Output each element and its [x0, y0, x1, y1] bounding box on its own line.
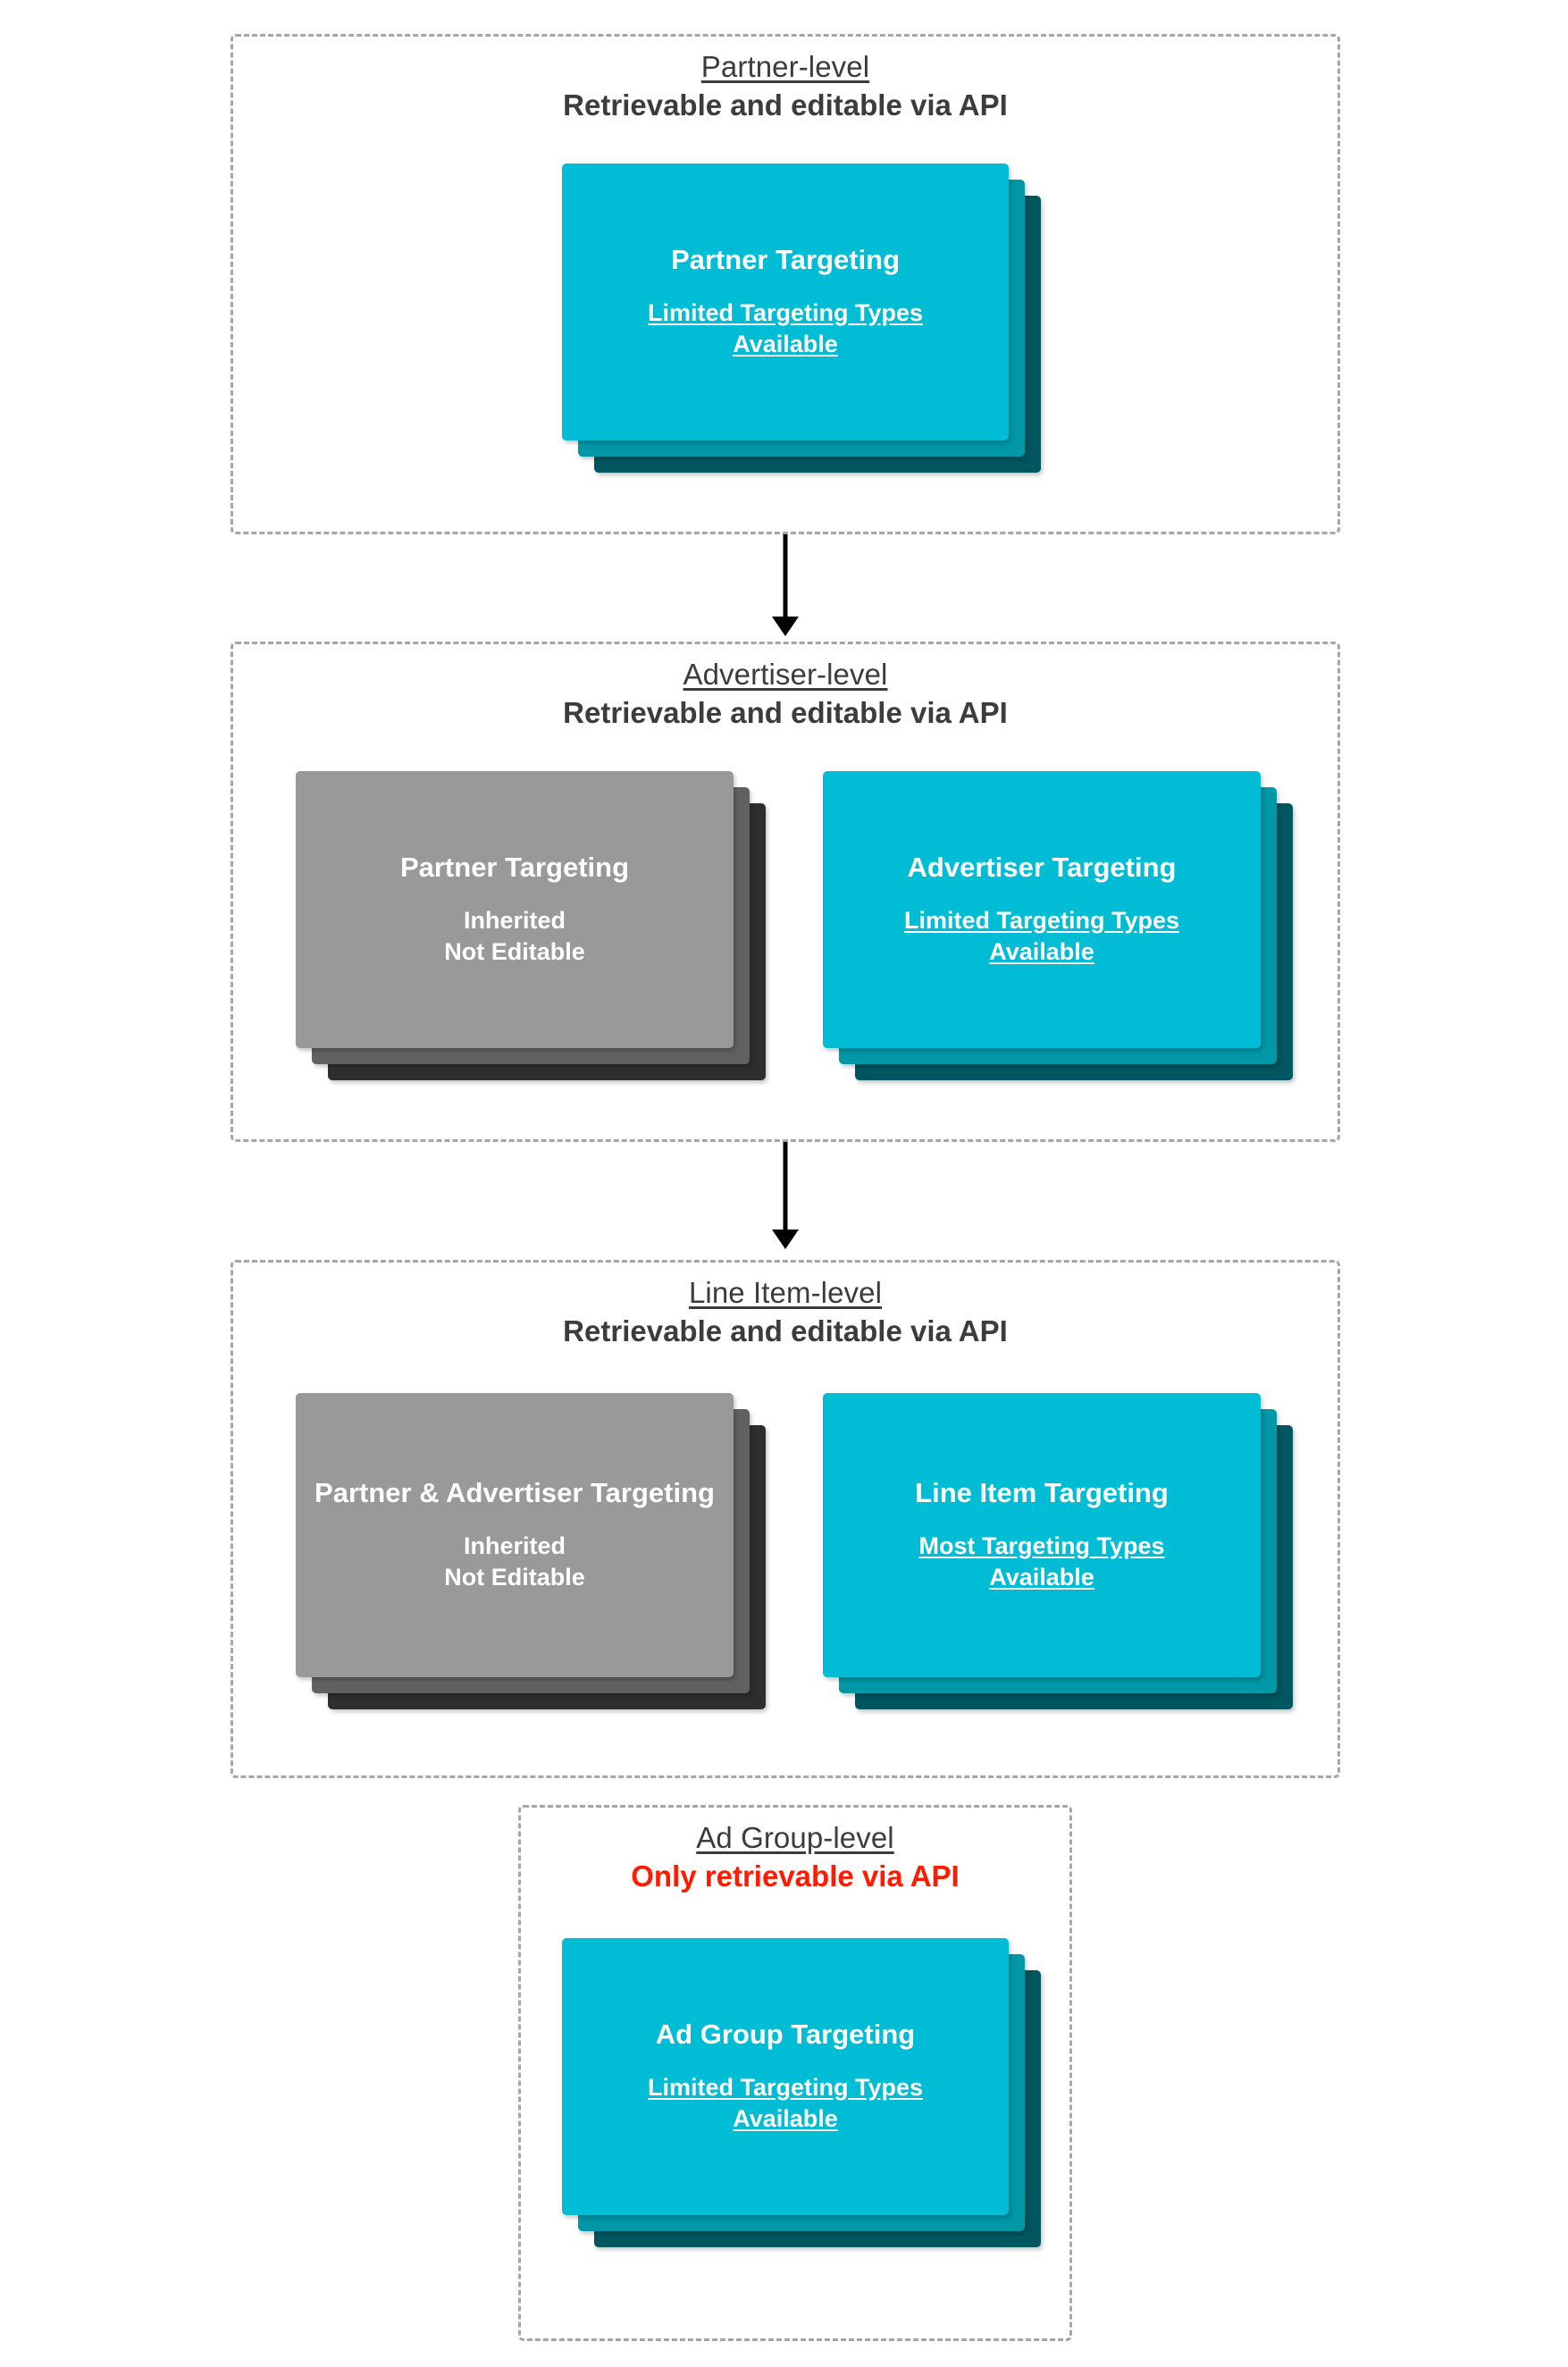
card-title: Partner & Advertiser Targeting	[314, 1476, 715, 1508]
card-front-inherited-partner-targeting[interactable]: Partner Targeting Inherited Not Editable	[296, 771, 734, 1048]
card-subtitle: Inherited Not Editable	[444, 905, 585, 968]
level-status-line-item: Retrievable and editable via API	[563, 1314, 1008, 1348]
level-heading-advertiser: Advertiser-level Retrievable and editabl…	[233, 657, 1337, 732]
level-heading-partner: Partner-level Retrievable and editable v…	[233, 49, 1337, 124]
level-container-partner: Partner-level Retrievable and editable v…	[231, 34, 1340, 534]
arrow-shaft	[783, 1142, 788, 1231]
level-container-ad-group: Ad Group-level Only retrievable via API …	[518, 1805, 1072, 2341]
level-status-partner: Retrievable and editable via API	[563, 88, 1008, 122]
card-title: Line Item Targeting	[915, 1476, 1169, 1508]
connector-partner-to-advertiser	[753, 534, 818, 636]
card-stack-partner-targeting[interactable]: Partner Targeting Limited Targeting Type…	[562, 164, 1041, 476]
level-heading-ad-group: Ad Group-level Only retrievable via API	[521, 1820, 1069, 1895]
level-title-advertiser: Advertiser-level	[683, 658, 888, 691]
arrow-head-icon	[772, 1230, 799, 1249]
card-title: Ad Group Targeting	[655, 2018, 916, 2050]
card-stack-ad-group-targeting[interactable]: Ad Group Targeting Limited Targeting Typ…	[562, 1938, 1041, 2260]
card-stack-line-item-targeting[interactable]: Line Item Targeting Most Targeting Types…	[823, 1393, 1293, 1715]
card-stack-line-item-inherited[interactable]: Partner & Advertiser Targeting Inherited…	[296, 1393, 766, 1715]
level-title-ad-group: Ad Group-level	[696, 1821, 894, 1854]
card-subtitle-line2: Available	[989, 938, 1094, 966]
level-container-advertiser: Advertiser-level Retrievable and editabl…	[231, 642, 1340, 1142]
card-front-line-item-targeting[interactable]: Line Item Targeting Most Targeting Types…	[823, 1393, 1261, 1677]
card-subtitle-line2: Available	[733, 331, 838, 358]
card-subtitle-line2: Not Editable	[444, 938, 585, 966]
card-subtitle-line1: Limited Targeting Types	[647, 2074, 924, 2102]
level-status-ad-group: Only retrievable via API	[631, 1859, 960, 1893]
level-title-line-item: Line Item-level	[688, 1276, 883, 1309]
card-front-ad-group-targeting[interactable]: Ad Group Targeting Limited Targeting Typ…	[562, 1938, 1009, 2215]
level-status-advertiser: Retrievable and editable via API	[563, 696, 1008, 730]
card-subtitle-line1: Inherited	[463, 1532, 566, 1560]
level-heading-line-item: Line Item-level Retrievable and editable…	[233, 1275, 1337, 1350]
card-subtitle-line2: Available	[733, 2105, 838, 2133]
arrow-head-icon	[772, 617, 799, 636]
connector-advertiser-to-line-item	[753, 1142, 818, 1249]
card-subtitle-line1: Limited Targeting Types	[647, 299, 924, 327]
arrow-shaft	[783, 534, 788, 619]
card-subtitle: Limited Targeting Types Available	[648, 2072, 923, 2135]
card-front-partner-targeting[interactable]: Partner Targeting Limited Targeting Type…	[562, 164, 1009, 441]
card-subtitle-line1: Inherited	[463, 907, 566, 935]
level-title-partner: Partner-level	[700, 50, 870, 83]
card-subtitle: Most Targeting Types Available	[918, 1531, 1164, 1593]
card-subtitle: Limited Targeting Types Available	[648, 298, 923, 360]
card-front-inherited-partner-advertiser-targeting[interactable]: Partner & Advertiser Targeting Inherited…	[296, 1393, 734, 1677]
card-subtitle-line1: Most Targeting Types	[918, 1532, 1165, 1560]
card-stack-advertiser-inherited-partner[interactable]: Partner Targeting Inherited Not Editable	[296, 771, 766, 1084]
card-subtitle: Limited Targeting Types Available	[904, 905, 1179, 968]
card-stack-advertiser-targeting[interactable]: Advertiser Targeting Limited Targeting T…	[823, 771, 1293, 1084]
card-title: Partner Targeting	[399, 851, 630, 883]
card-front-advertiser-targeting[interactable]: Advertiser Targeting Limited Targeting T…	[823, 771, 1261, 1048]
card-title: Partner Targeting	[670, 243, 901, 275]
card-subtitle: Inherited Not Editable	[444, 1531, 585, 1593]
card-subtitle-line1: Limited Targeting Types	[903, 907, 1180, 935]
level-container-line-item: Line Item-level Retrievable and editable…	[231, 1260, 1340, 1778]
card-subtitle-line2: Not Editable	[444, 1564, 585, 1591]
card-title: Advertiser Targeting	[907, 851, 1177, 883]
card-subtitle-line2: Available	[989, 1564, 1094, 1591]
